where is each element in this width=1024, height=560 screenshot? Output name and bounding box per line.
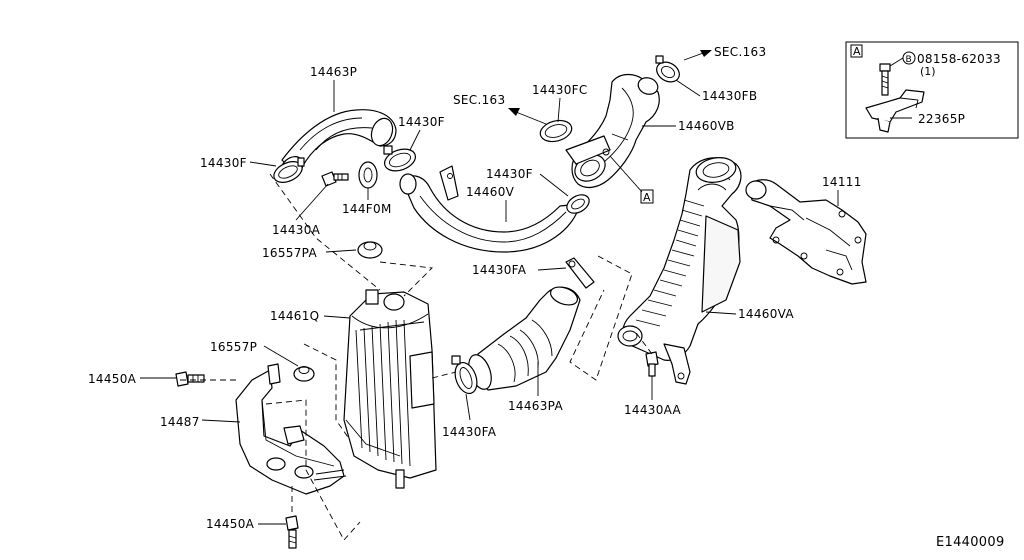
- intercooler-14461q: [343, 289, 437, 489]
- label-14487: 14487: [160, 415, 200, 429]
- label-14450a-top: 14450A: [88, 372, 137, 386]
- inset-bolt-part-number: 08158-62033: [917, 52, 1001, 66]
- diagram-id: E1440009: [936, 535, 1005, 550]
- hose-14463pa: [468, 286, 581, 391]
- inset-ref-label: A: [853, 45, 861, 58]
- label-14111: 14111: [822, 175, 862, 189]
- clamp-14430fb: [655, 55, 680, 83]
- label-14430aa: 14430AA: [624, 403, 682, 417]
- grommet-16557pa: [357, 241, 383, 259]
- label-14460vb: 14460VB: [678, 119, 735, 133]
- sec163-top-arrow: SEC.163: [683, 45, 766, 61]
- bolt-icon: [879, 63, 891, 96]
- bolt-14430aa: [645, 351, 659, 377]
- label-14463pa: 14463PA: [508, 399, 563, 413]
- clamp-14430f-left: [273, 157, 305, 183]
- inset-detail-a: A B 08158-62033 (1) 22365P: [845, 41, 1019, 139]
- grommet-144f0m: [358, 161, 378, 189]
- label-14463p: 14463P: [310, 65, 357, 79]
- bolt-14450a-top: [175, 371, 205, 387]
- label-14430fb: 14430FB: [702, 89, 757, 103]
- label-14460va: 14460VA: [738, 307, 794, 321]
- clamp-14430fa-bottom: [451, 355, 478, 395]
- bracket-22365p: [865, 89, 925, 133]
- duct-14460va: [617, 157, 742, 385]
- clamp-14430fc: [539, 119, 573, 143]
- sec163-mid-label: SEC.163: [453, 93, 505, 107]
- sec163-top-label: SEC.163: [714, 45, 766, 59]
- label-14430f-left: 14430F: [200, 156, 247, 170]
- label-14450a-bottom: 14450A: [206, 517, 255, 531]
- clamp-14430f-mid: [383, 145, 417, 172]
- sec163-mid-arrow: SEC.163: [453, 93, 547, 125]
- inset-bracket-label: 22365P: [918, 112, 965, 126]
- grommet-16557p: [293, 366, 315, 382]
- label-14430f-mid: 14430F: [398, 115, 445, 129]
- manifold-14111: [745, 179, 867, 285]
- bolt-prefix-b: B: [906, 55, 912, 65]
- label-144f0m: 144F0M: [342, 202, 392, 216]
- ref-a-box: A: [643, 191, 651, 204]
- label-14430fa-top: 14430FA: [472, 263, 527, 277]
- label-14430fc: 14430FC: [532, 83, 588, 97]
- label-16557pa: 16557PA: [262, 246, 317, 260]
- label-14461q: 14461Q: [270, 309, 319, 323]
- inset-qty: (1): [920, 65, 936, 78]
- clamp-14430f-right: [566, 194, 590, 214]
- duct-14460vb: [565, 73, 660, 189]
- label-16557p: 16557P: [210, 340, 257, 354]
- duct-14460v: [399, 165, 581, 253]
- assembly-dashed-lines: [180, 173, 653, 541]
- label-14430f-right: 14430F: [486, 167, 533, 181]
- bolt-14430a: [321, 171, 349, 187]
- label-14460v: 14460V: [466, 185, 515, 199]
- clamp-14430fa-top: [565, 257, 595, 289]
- label-14430fa-bottom: 14430FA: [442, 425, 497, 439]
- bolt-14450a-bottom: [285, 515, 299, 549]
- bracket-14487: [235, 363, 347, 495]
